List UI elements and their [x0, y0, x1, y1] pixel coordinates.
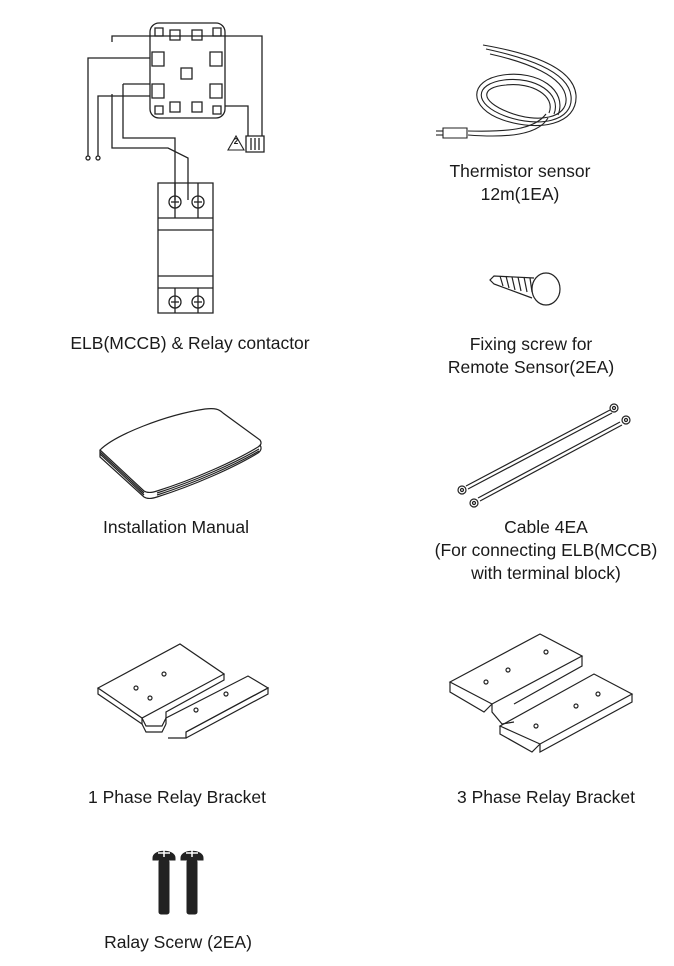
cable-label: Cable 4EA [504, 517, 588, 537]
1-phase-relay-bracket-icon [96, 636, 276, 746]
relay-screw-caption: Ralay Scerw (2EA) [60, 931, 296, 954]
cable-caption: Cable 4EA (For connecting ELB(MCCB) with… [415, 516, 674, 585]
relay-screw-icon [150, 844, 208, 916]
elb-relay-caption: ELB(MCCB) & Relay contactor [40, 332, 340, 355]
elb-relay-label: ELB(MCCB) & Relay contactor [70, 333, 310, 353]
cable-description-2: with terminal block) [471, 563, 621, 583]
relay-screw-label: Ralay Scerw (2EA) [104, 932, 252, 952]
fixing-screw-icon [486, 264, 566, 310]
fixing-screw-label: Fixing screw for [469, 334, 593, 354]
cable-icon [448, 398, 638, 508]
installation-manual-icon [95, 405, 265, 500]
3-phase-relay-bracket-icon [446, 626, 636, 754]
manual-caption: Installation Manual [60, 516, 292, 539]
thermistor-sensor-icon [428, 40, 588, 160]
warning-number: 2 [233, 137, 239, 146]
manual-label: Installation Manual [103, 517, 249, 537]
fixing-screw-quantity: Remote Sensor(2EA) [447, 357, 615, 377]
bracket-1ph-caption: 1 Phase Relay Bracket [44, 786, 310, 809]
cable-description-1: (For connecting ELB(MCCB) [434, 540, 658, 560]
bracket-3ph-label: 3 Phase Relay Bracket [456, 787, 635, 807]
fixing-screw-caption: Fixing screw for Remote Sensor(2EA) [400, 333, 662, 379]
thermistor-label: Thermistor sensor [449, 161, 591, 181]
elb-relay-contactor-icon [80, 18, 280, 323]
bracket-3ph-caption: 3 Phase Relay Bracket [414, 786, 674, 809]
thermistor-quantity: 12m(1EA) [480, 184, 560, 204]
thermistor-caption: Thermistor sensor 12m(1EA) [400, 160, 640, 206]
bracket-1ph-label: 1 Phase Relay Bracket [87, 787, 266, 807]
